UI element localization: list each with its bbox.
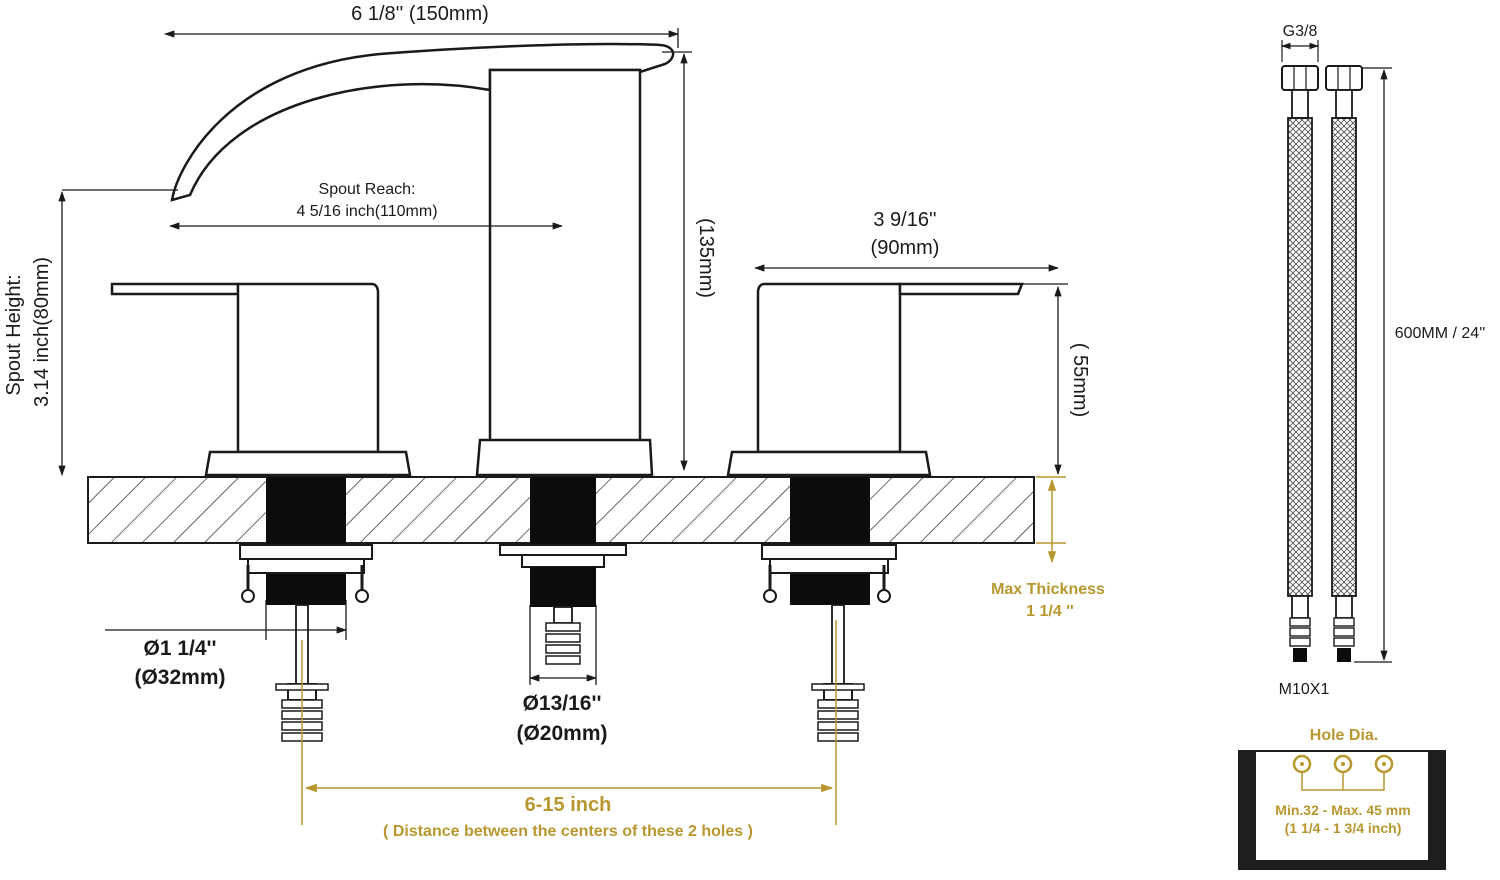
hole-diameter-panel: Hole Dia. Min.32 - Max. 45 mm (1 1/4 - 1… [1238, 727, 1446, 870]
spout [170, 42, 675, 477]
dimension-lines [58, 28, 1068, 685]
spout-width-label: 6 1/8'' (150mm) [351, 3, 489, 25]
spout-body [488, 68, 642, 452]
hose-left [1281, 65, 1319, 662]
spout-height-value: 3.14 inch(80mm) [31, 257, 53, 407]
right-handle [726, 282, 1024, 477]
hose-top-thread-label: G3/8 [1283, 23, 1318, 40]
hole-range-in-label: (1 1/4 - 1 3/4 inch) [1285, 820, 1402, 836]
hose-right [1325, 65, 1363, 662]
spout-reach-value: 4 5/16 inch(110mm) [296, 203, 437, 220]
right-handle-top [756, 282, 902, 454]
handle-width-mm-label: (90mm) [871, 237, 940, 259]
handle-height-label: ( 55mm) [1069, 343, 1091, 417]
hoses: G3/8 [1279, 23, 1486, 698]
hose-bottom-thread-label: M10X1 [1279, 681, 1330, 698]
hole-panel-title: Hole Dia. [1310, 727, 1378, 744]
max-thickness-title: Max Thickness [991, 581, 1105, 598]
hose-length-label: 600MM / 24'' [1395, 325, 1486, 342]
spout-shank-assembly [499, 477, 627, 665]
right-handle-base [726, 450, 932, 477]
hole-range-mm-label: Min.32 - Max. 45 mm [1275, 802, 1410, 818]
hole-spacing-note: ( Distance between the centers of these … [383, 823, 753, 840]
spout-base [475, 438, 654, 477]
left-handle-base [204, 450, 412, 477]
left-handle-lever [110, 282, 240, 296]
spout-height-title: Spout Height: [3, 274, 25, 395]
right-shank-assembly [761, 477, 897, 742]
handle-width-in-label: 3 9/16'' [873, 209, 936, 231]
left-handle-top [236, 282, 380, 454]
handle-shank-mm-label: (Ø32mm) [134, 666, 225, 689]
dimension-labels: 6 1/8'' (150mm) Spout Reach: 4 5/16 inch… [3, 3, 1105, 840]
spout-arm [170, 42, 675, 202]
spout-reach-title: Spout Reach: [319, 181, 416, 198]
handle-shank-in-label: Ø1 1/4'' [143, 637, 216, 660]
right-handle-lever [898, 282, 1024, 296]
hole-spacing-label: 6-15 inch [525, 794, 612, 816]
max-thickness-value: 1 1/4 '' [1026, 603, 1074, 620]
body-height-label: (135mm) [695, 218, 717, 298]
left-handle [110, 282, 412, 477]
gold-dimension-lines [301, 476, 1066, 825]
spout-shank-in-label: Ø13/16'' [523, 692, 602, 715]
spout-shank-mm-label: (Ø20mm) [516, 722, 607, 745]
